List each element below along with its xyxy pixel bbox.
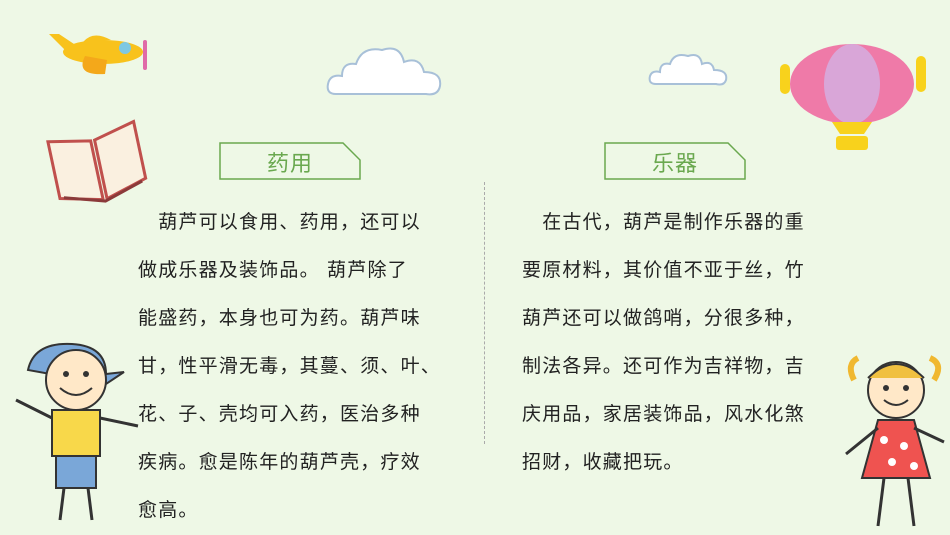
paragraph-line: 花、子、壳均可入药，医治多种 [138,403,421,425]
left-paragraph: 葫芦可以食用、药用，还可以 做成乐器及装饰品。 葫芦除了 能盛药，本身也可为药。… [138,198,441,534]
cloud-icon [326,47,442,96]
paragraph-line: 疾病。愈是陈年的葫芦壳，疗效 [138,451,421,473]
column-divider [484,182,485,444]
heading-frame [219,142,361,180]
airplane-icon [49,34,147,75]
paragraph-line: 葫芦还可以做鸽哨，分很多种， [522,307,805,329]
left-heading-box: 药用 [219,142,361,180]
paragraph-line: 做成乐器及装饰品。 葫芦除了 [138,259,408,281]
paragraph-line: 招财，收藏把玩。 [522,451,684,473]
right-paragraph: 在古代，葫芦是制作乐器的重 要原材料，其价值不亚于丝，竹 葫芦还可以做鸽哨，分很… [522,198,805,486]
heading-frame [604,142,746,180]
right-heading-box: 乐器 [604,142,746,180]
paragraph-line: 在古代，葫芦是制作乐器的重 [522,211,805,233]
paragraph-line: 能盛药，本身也可为药。葫芦味 [138,307,421,329]
right-heading: 乐器 [651,152,698,177]
paragraph-line: 葫芦可以食用、药用，还可以 [138,211,421,233]
girl-cartoon [845,355,945,527]
boy-cartoon [15,342,139,521]
paragraph-line: 甘，性平滑无毒，其蔓、须、叶、 [138,355,442,377]
paragraph-line: 要原材料，其价值不亚于丝，竹 [522,259,805,281]
paragraph-line: 制法各异。还可作为吉祥物，吉 [522,355,805,377]
open-book-icon [46,119,148,203]
paragraph-line: 庆用品，家居装饰品，风水化煞 [522,403,805,425]
left-heading: 药用 [266,152,313,177]
paragraph-line: 愈高。 [138,499,199,521]
cloud-icon [648,54,728,86]
hot-air-balloon-icon [780,44,926,150]
